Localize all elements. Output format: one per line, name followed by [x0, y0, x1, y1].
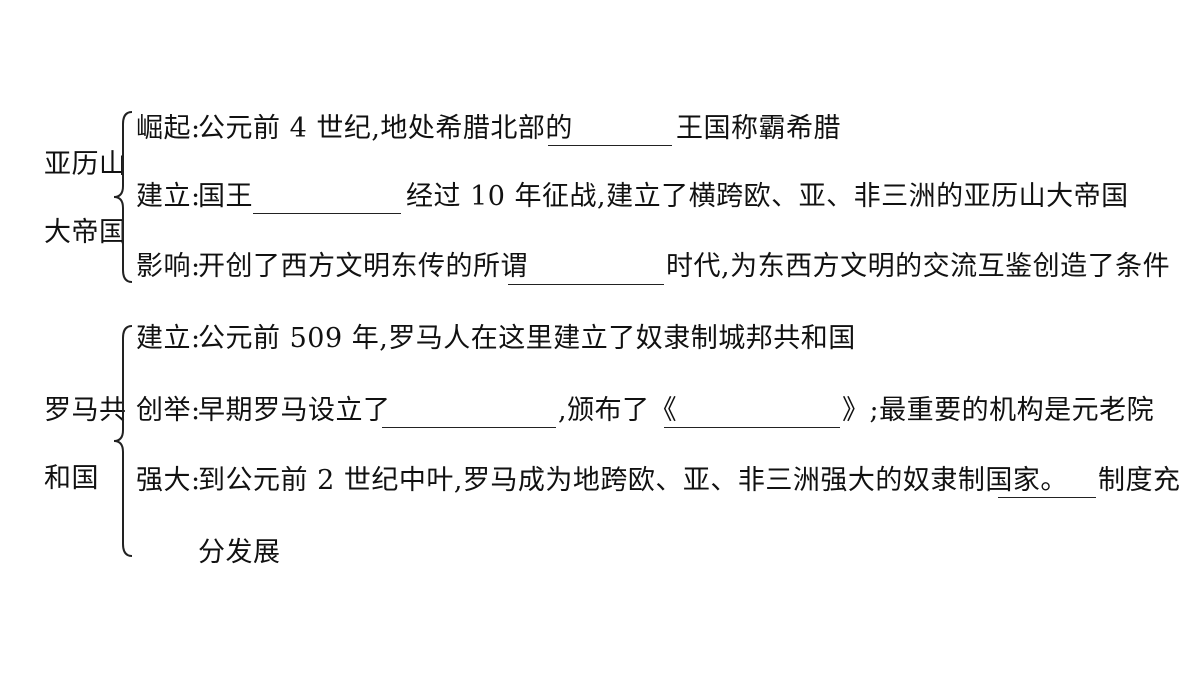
section2-blank-office[interactable]	[382, 427, 556, 428]
section2-heading-line2: 和国	[44, 463, 99, 494]
section2-power-label: 强大:	[136, 465, 201, 496]
section1-heading-line1: 亚历山	[44, 149, 127, 180]
section2-power-text-b: 制度充	[1098, 465, 1181, 496]
section1-brace	[113, 111, 133, 283]
section2-blank-law[interactable]	[664, 427, 840, 428]
section2-founding-text: 公元前 509 年,罗马人在这里建立了奴隶制城邦共和国	[198, 323, 856, 354]
section2-power-text-a: 到公元前 2 世纪中叶,罗马成为地跨欧、亚、非三洲强大的奴隶制国家。	[198, 465, 1068, 496]
section1-founding-text-b: 经过 10 年征战,建立了横跨欧、亚、非三洲的亚历山大帝国	[406, 181, 1129, 212]
section2-blank-system[interactable]	[998, 497, 1096, 498]
section1-rise-text-b: 王国称霸希腊	[676, 113, 841, 144]
section2-innovation-text-b: ,颁布了《	[558, 395, 678, 426]
section2-brace	[113, 325, 133, 557]
section1-blank-era[interactable]	[508, 284, 664, 285]
section1-impact-text-b: 时代,为东西方文明的交流互鉴创造了条件	[666, 251, 1171, 282]
section2-power-continuation: 分发展	[198, 537, 281, 568]
section1-impact-text-a: 开创了西方文明东传的所谓	[198, 251, 528, 282]
section1-impact-label: 影响:	[136, 251, 201, 282]
section2-innovation-text-a: 早期罗马设立了	[198, 395, 391, 426]
section1-founding-text-a: 国王	[198, 181, 253, 212]
section2-innovation-text-c: 》;最重要的机构是元老院	[842, 395, 1155, 426]
section2-innovation-label: 创举:	[136, 395, 201, 426]
section1-founding-label: 建立:	[136, 181, 201, 212]
section2-heading-line1: 罗马共	[44, 395, 127, 426]
section1-blank-king[interactable]	[253, 213, 401, 214]
section1-blank-kingdom[interactable]	[548, 145, 672, 146]
section1-rise-label: 崛起:	[136, 113, 201, 144]
section1-heading-line2: 大帝国	[44, 217, 127, 248]
section2-founding-label: 建立:	[136, 323, 201, 354]
section1-rise-text-a: 公元前 4 世纪,地处希腊北部的	[198, 113, 573, 144]
